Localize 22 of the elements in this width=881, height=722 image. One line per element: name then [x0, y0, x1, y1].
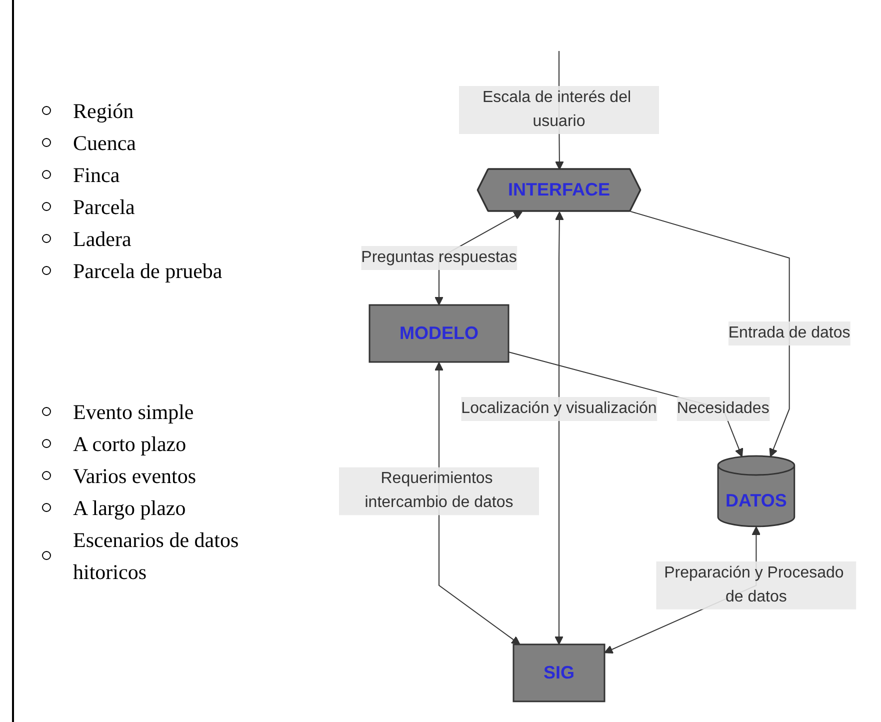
- list-item: Región: [73, 98, 134, 124]
- list-item: Parcela: [73, 194, 135, 220]
- arrow: [554, 211, 564, 645]
- edge-label: Preguntas respuestas: [361, 248, 517, 266]
- list-item: Cuenca: [73, 130, 136, 156]
- list-item: Escenarios de datos hitoricos: [73, 526, 240, 586]
- list-item: Evento simple: [73, 398, 194, 426]
- edge-label: Necesidades: [676, 400, 770, 417]
- edge-label: Entrada de datos: [728, 324, 850, 342]
- list-item: Ladera: [73, 226, 132, 252]
- node-box: SIG: [512, 643, 606, 702]
- edge-label: Preparación y Procesado de datos: [664, 564, 844, 606]
- node-box: MODELO: [368, 304, 510, 363]
- list-item: Parcela de prueba: [73, 258, 222, 284]
- edge-label: Escala de interés del usuario: [482, 88, 631, 130]
- edge-label: Requerimientos intercambio de datos: [364, 470, 514, 511]
- edge-label: Localización y visualización: [461, 400, 657, 417]
- list-item: Finca: [73, 162, 120, 188]
- arrow: [630, 210, 790, 457]
- list-item: A largo plazo: [73, 494, 186, 522]
- list-item: A corto plazo: [73, 430, 186, 458]
- list-item: Varios eventos: [73, 462, 196, 490]
